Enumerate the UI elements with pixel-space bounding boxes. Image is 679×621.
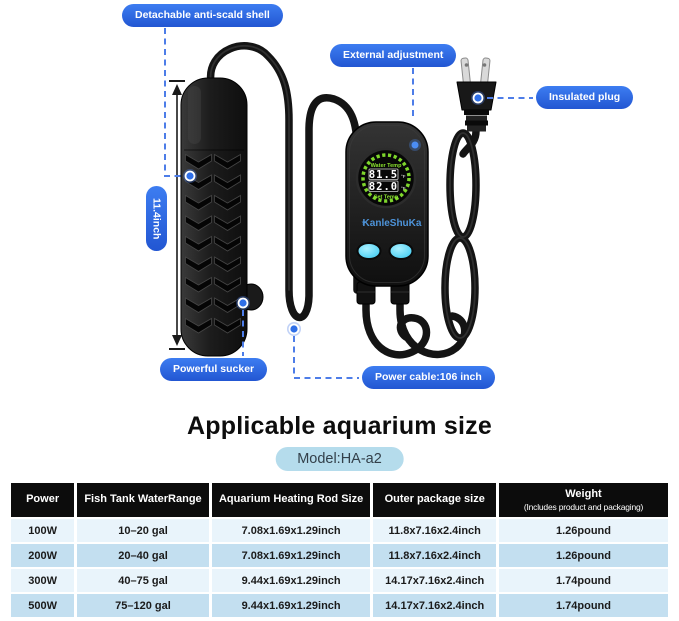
cell-package-size: 14.17x7.16x2.4inch	[373, 569, 496, 592]
section-title: Applicable aquarium size	[187, 412, 492, 440]
lcd-display: Water Temp 81.5 °F 82.0 °F Set Temp	[355, 147, 417, 209]
spec-table: Power Fish Tank WaterRange Aquarium Heat…	[8, 481, 671, 619]
callout-powerful-sucker: Powerful sucker	[160, 358, 268, 381]
callout-dots	[183, 91, 485, 336]
cell-rod-size: 7.08x1.69x1.29inch	[211, 544, 371, 567]
callout-insulated-plug: Insulated plug	[536, 86, 634, 109]
status-led	[411, 141, 419, 149]
col-header-weight-subnote: (Includes product and packaging)	[523, 501, 644, 512]
water-temp-unit: °F	[401, 174, 406, 179]
cell-water-range: 40–75 gal	[77, 569, 209, 592]
table-header-row: Power Fish Tank WaterRange Aquarium Heat…	[11, 483, 668, 517]
brand-name: KanleShuKa	[363, 218, 422, 229]
cell-rod-size: 9.44x1.69x1.29inch	[211, 594, 371, 617]
cell-package-size: 11.8x7.16x2.4inch	[373, 544, 496, 567]
set-temp-value: 82.0	[369, 181, 398, 193]
cell-rod-size: 9.44x1.69x1.29inch	[211, 569, 371, 592]
table-row: 100W 10–20 gal 7.08x1.69x1.29inch 11.8x7…	[11, 519, 668, 542]
temp-up-button[interactable]	[388, 242, 414, 260]
product-illustration: Water Temp 81.5 °F 82.0 °F Set Temp ♆ Ka…	[164, 28, 533, 379]
set-temp-label: Set Temp	[374, 195, 399, 201]
col-header-power: Power	[11, 483, 75, 517]
callout-external-adjustment: External adjustment	[330, 44, 457, 67]
product-scene: Water Temp 81.5 °F 82.0 °F Set Temp ♆ Ka…	[122, 4, 634, 389]
col-header-weight-label: Weight	[565, 488, 602, 501]
callout-heater-length: 11.4inch	[146, 186, 167, 252]
lcd-led-ring	[361, 153, 411, 203]
set-temp-unit: °F	[401, 186, 406, 191]
water-temp-value: 81.5	[369, 169, 398, 181]
col-header-weight: Weight (Includes product and packaging)	[498, 483, 668, 517]
cell-package-size: 11.8x7.16x2.4inch	[373, 519, 496, 542]
callout-power-cable: Power cable:106 inch	[362, 366, 495, 389]
cell-power: 200W	[11, 544, 75, 567]
cell-rod-size: 7.08x1.69x1.29inch	[211, 519, 371, 542]
callout-lines	[164, 28, 533, 379]
cell-power: 100W	[11, 519, 75, 542]
length-measurement-line	[169, 80, 185, 350]
col-header-water-range: Fish Tank WaterRange	[77, 483, 209, 517]
model-badge: Model:HA-a2	[275, 447, 404, 471]
cell-weight: 1.74pound	[498, 569, 668, 592]
temp-down-button[interactable]	[356, 242, 382, 260]
col-header-package-size: Outer package size	[373, 483, 496, 517]
col-header-rod-size: Aquarium Heating Rod Size	[211, 483, 371, 517]
cable-highlight	[209, 45, 477, 339]
cell-water-range: 10–20 gal	[77, 519, 209, 542]
water-temp-label: Water Temp	[371, 163, 403, 169]
table-row: 200W 20–40 gal 7.08x1.69x1.29inch 11.8x7…	[11, 544, 668, 567]
cell-power: 500W	[11, 594, 75, 617]
cell-power: 300W	[11, 569, 75, 592]
plug-prongs	[460, 57, 491, 85]
cell-water-range: 75–120 gal	[77, 594, 209, 617]
cell-weight: 1.74pound	[498, 594, 668, 617]
callout-anti-scald-shell: Detachable anti-scald shell	[122, 4, 283, 27]
cell-package-size: 14.17x7.16x2.4inch	[373, 594, 496, 617]
table-row: 500W 75–120 gal 9.44x1.69x1.29inch 14.17…	[11, 594, 668, 617]
anti-scald-shell-pattern	[184, 153, 242, 336]
cell-weight: 1.26pound	[498, 519, 668, 542]
cell-weight: 1.26pound	[498, 544, 668, 567]
table-row: 300W 40–75 gal 9.44x1.69x1.29inch 14.17x…	[11, 569, 668, 592]
brand-logo-icon: ♆	[360, 218, 367, 228]
temperature-controller: Water Temp 81.5 °F 82.0 °F Set Temp ♆ Ka…	[345, 121, 429, 305]
heater-rod	[180, 77, 264, 357]
cell-water-range: 20–40 gal	[77, 544, 209, 567]
